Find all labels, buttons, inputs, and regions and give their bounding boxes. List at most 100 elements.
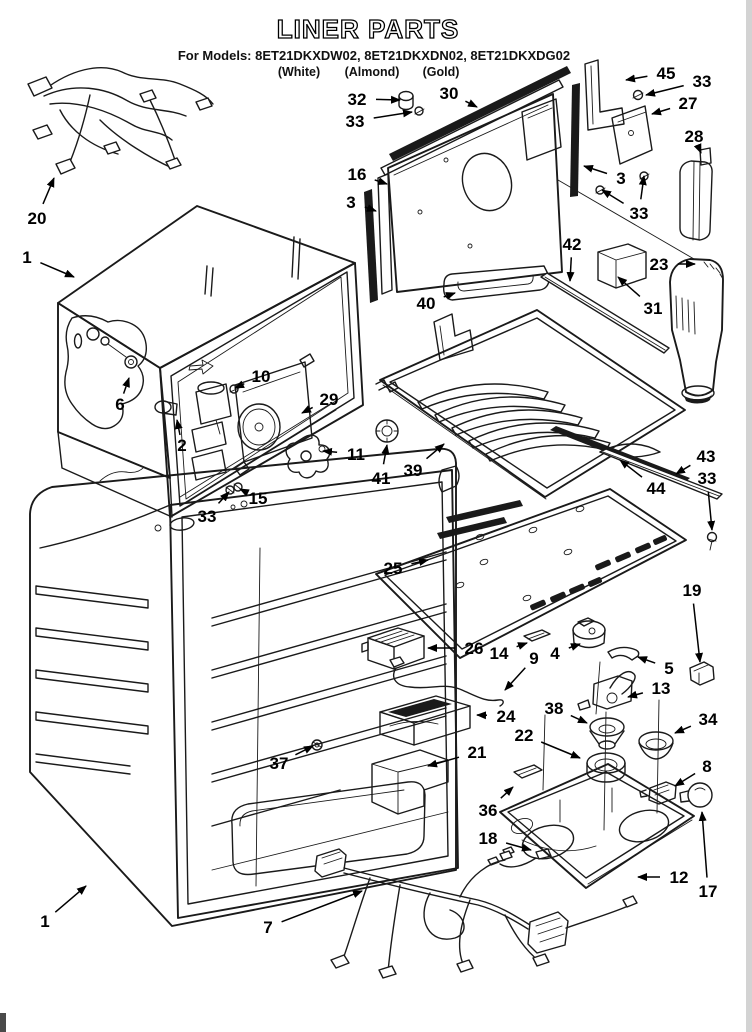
leader-arrow-8: [674, 772, 696, 787]
callout-42: 42: [563, 235, 582, 254]
callout-44: 44: [647, 479, 666, 498]
leader-arrow-29: [301, 405, 314, 414]
leader-arrow-20: [42, 177, 55, 205]
callout-33: 33: [198, 507, 217, 526]
leader-arrow-22: [540, 741, 581, 759]
leader-arrow-3: [583, 164, 608, 175]
callout-20: 20: [28, 209, 47, 228]
mullion-plate: [64, 315, 148, 430]
callout-21: 21: [468, 743, 487, 762]
page-edge-shadow: [746, 0, 752, 1032]
refrigerator-liner: [29, 447, 459, 927]
leader-arrow-33: [707, 491, 716, 531]
air-duct-blocks: [371, 695, 543, 815]
callout-18: 18: [479, 829, 498, 848]
leader-arrow-41: [381, 444, 390, 465]
leader-arrow-3: [364, 204, 377, 212]
support-clip: [689, 661, 715, 686]
leader-arrow-14: [516, 642, 528, 650]
finish-gold: (Gold): [423, 65, 460, 79]
leader-arrow-1: [54, 885, 87, 913]
leader-arrow-6: [122, 377, 130, 394]
callout-30: 30: [440, 84, 459, 103]
callout-33: 33: [693, 72, 712, 91]
leader-arrow-38: [570, 714, 588, 724]
leader-arrow-33: [217, 491, 230, 504]
control-cluster: [361, 617, 713, 831]
callout-4: 4: [550, 644, 560, 663]
freezer-shelf: [375, 309, 723, 551]
fan-motor-assembly: [154, 353, 331, 510]
leader-arrow-34: [674, 725, 692, 734]
callout-40: 40: [417, 294, 436, 313]
callout-33: 33: [630, 204, 649, 223]
leader-arrow-13: [627, 690, 644, 699]
leader-arrow-37: [295, 745, 314, 756]
callout-15: 15: [249, 489, 268, 508]
leader-arrow-15: [239, 488, 250, 497]
leader-arrow-33: [638, 175, 647, 200]
callout-41: 41: [372, 469, 391, 488]
callout-25: 25: [384, 559, 403, 578]
leader-arrow-42: [566, 257, 575, 282]
leader-arrow-39: [426, 443, 445, 460]
leader-arrow-10: [234, 380, 245, 389]
callout-10: 10: [252, 367, 271, 386]
leader-arrow-43: [675, 464, 691, 475]
callout-11: 11: [347, 445, 365, 464]
leader-arrow-9: [504, 667, 526, 691]
callout-7: 7: [263, 918, 272, 937]
leader-arrow-45: [625, 74, 648, 83]
leader-arrow-16: [374, 177, 388, 185]
callout-23: 23: [650, 255, 669, 274]
leader-arrow-4: [568, 643, 581, 651]
leader-arrow-18: [505, 842, 532, 852]
callout-17: 17: [699, 882, 718, 901]
callout-33: 33: [346, 112, 365, 131]
leader-arrow-1: [40, 262, 75, 278]
callout-28: 28: [685, 127, 704, 146]
callout-1: 1: [22, 248, 31, 267]
leader-arrow-36: [500, 786, 514, 799]
callout-43: 43: [697, 447, 716, 466]
callout-5: 5: [664, 659, 673, 678]
callout-6: 6: [115, 395, 124, 414]
leader-arrow-5: [637, 656, 656, 664]
freezer-liner: [57, 205, 364, 518]
leader-arrow-30: [465, 99, 478, 108]
callout-27: 27: [679, 94, 698, 113]
callout-3: 3: [346, 193, 355, 212]
callout-29: 29: [320, 390, 339, 409]
bottom-duct-panel: [375, 465, 687, 659]
callout-36: 36: [479, 801, 498, 820]
callout-9: 9: [529, 649, 538, 668]
crisper-support-tray: [487, 763, 695, 889]
callout-32: 32: [348, 90, 367, 109]
callout-1: 1: [40, 912, 49, 931]
callout-8: 8: [702, 757, 711, 776]
callout-24: 24: [497, 707, 516, 726]
leader-arrow-40: [443, 292, 456, 300]
leader-arrow-28: [693, 143, 702, 154]
leader-arrow-11: [322, 447, 338, 456]
header: LINER PARTS For Models: 8ET21DKXDW02, 8E…: [178, 13, 570, 79]
callout-34: 34: [699, 710, 718, 729]
air-duct-panel: [364, 66, 571, 303]
leader-arrow-33: [601, 189, 624, 205]
callout-26: 26: [465, 639, 484, 658]
leader-arrow-32: [375, 95, 401, 104]
callout-16: 16: [348, 165, 367, 184]
leader-arrow-21: [427, 756, 460, 768]
wire-harness-bottom: [314, 848, 638, 979]
callout-3: 3: [616, 169, 625, 188]
models-line: For Models: 8ET21DKXDW02, 8ET21DKXDN02, …: [178, 48, 570, 63]
scan-mark: [0, 1013, 6, 1032]
right-column-parts: [540, 59, 724, 404]
callout-38: 38: [545, 699, 564, 718]
callout-2: 2: [177, 436, 186, 455]
callout-33: 33: [698, 469, 717, 488]
callout-31: 31: [644, 299, 663, 318]
